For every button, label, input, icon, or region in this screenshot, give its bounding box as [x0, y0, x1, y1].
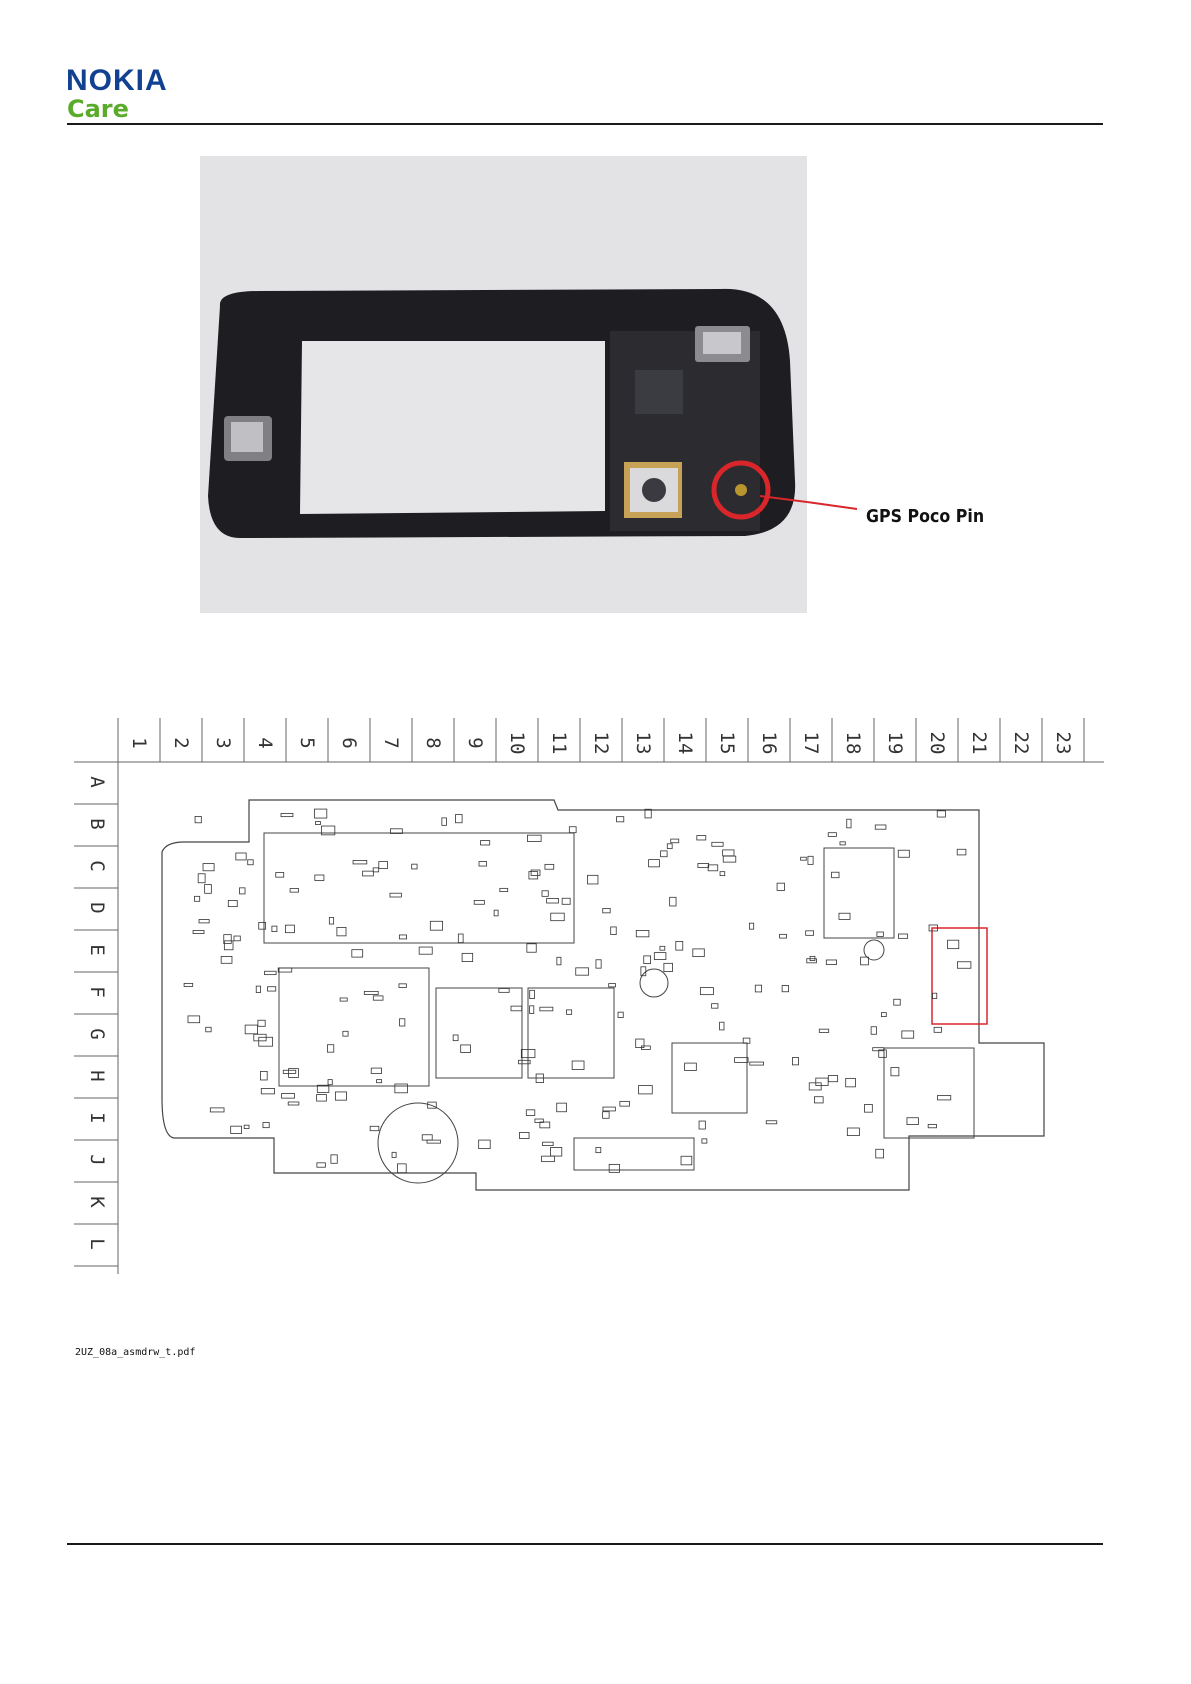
grid-column-label: 21 [968, 723, 990, 763]
header-rule [67, 123, 1103, 125]
grid-column-label: 19 [884, 723, 906, 763]
grid-column-label: 5 [296, 723, 318, 763]
grid-column-label: 12 [590, 723, 612, 763]
nokia-logo: NOKIA [66, 66, 168, 96]
board-grid-svg [74, 718, 1104, 1274]
grid-row-label: L [86, 1229, 108, 1259]
grid-column-label: 20 [926, 723, 948, 763]
grid-row-label: H [86, 1061, 108, 1091]
grid-column-label: 16 [758, 723, 780, 763]
grid-row-label: C [86, 851, 108, 881]
grid-column-label: 23 [1052, 723, 1074, 763]
grid-row-label: D [86, 893, 108, 923]
grid-column-label: 8 [422, 723, 444, 763]
grid-row-label: E [86, 935, 108, 965]
grid-column-label: 7 [380, 723, 402, 763]
grid-column-label: 11 [548, 723, 570, 763]
phone-frame-photo [200, 156, 807, 613]
grid-row-label: I [86, 1103, 108, 1133]
grid-column-label: 14 [674, 723, 696, 763]
grid-row-label: J [86, 1145, 108, 1175]
grid-column-label: 4 [254, 723, 276, 763]
grid-row-label: F [86, 977, 108, 1007]
grid-column-label: 6 [338, 723, 360, 763]
callout-arrow [807, 490, 859, 520]
grid-column-label: 9 [464, 723, 486, 763]
footer-rule [67, 1543, 1103, 1545]
gps-poco-pin-label: GPS Poco Pin [866, 506, 984, 527]
grid-row-label: K [86, 1187, 108, 1217]
grid-column-label: 17 [800, 723, 822, 763]
file-caption: 2UZ_08a_asmdrw_t.pdf [75, 1347, 195, 1358]
grid-row-label: G [86, 1019, 108, 1049]
grid-column-label: 2 [170, 723, 192, 763]
grid-column-label: 13 [632, 723, 654, 763]
grid-column-label: 18 [842, 723, 864, 763]
care-logo: Care [67, 96, 129, 122]
grid-column-label: 1 [128, 723, 150, 763]
grid-column-label: 3 [212, 723, 234, 763]
grid-row-label: B [86, 809, 108, 839]
grid-column-label: 15 [716, 723, 738, 763]
grid-column-label: 10 [506, 723, 528, 763]
grid-column-label: 22 [1010, 723, 1032, 763]
grid-row-label: A [86, 767, 108, 797]
